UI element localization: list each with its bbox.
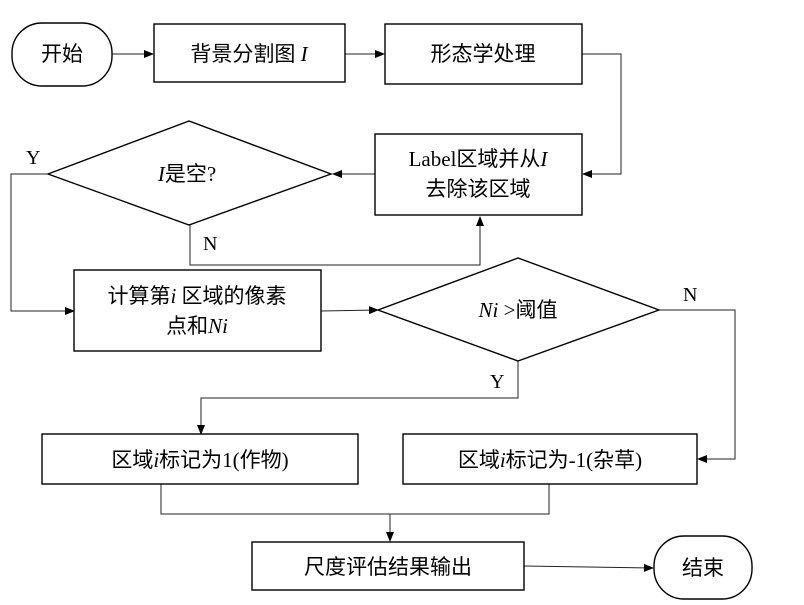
morphology-node: 形态学处理 [384,23,583,85]
mark-weed-node: 区域i标记为-1(杂草) [402,433,698,485]
threshold-decision: Ni >阈值 [375,257,662,362]
bgseg-label: 背景分割图 I [190,42,308,66]
empty-check-label: I是空? [157,162,216,186]
start-label: 开始 [41,42,83,66]
arrow-empty-yes-to-compute [10,173,75,315]
arrow-morph-to-label [582,53,622,178]
empty-yes-flag: Y [26,147,40,169]
weed-label: 区域i标记为-1(杂草) [458,448,642,472]
empty-no-flag: N [203,233,217,255]
mark-crop-node: 区域i标记为1(作物) [41,433,359,485]
arrow-threshold-yes-to-crop [197,361,519,435]
arrow-compute-to-threshold [320,306,379,315]
morph-label: 形态学处理 [431,42,536,66]
connectors [10,50,736,572]
label-line-2: 去除该区域 [426,177,531,201]
empty-check-decision: I是空? [45,120,334,226]
threshold-yes-flag: Y [490,371,504,393]
label-region-node: Label区域并从I 去除该区域 [374,133,583,216]
output-label: 尺度评估结果输出 [304,555,472,579]
label-line-1: Label区域并从I [409,147,549,171]
arrow-threshold-no-to-weed [659,309,736,463]
compute-line-1: 计算第i 区域的像素 [107,284,286,308]
compute-pixels-node: 计算第i 区域的像素 点和Ni [73,269,322,352]
arrow-output-to-end [523,563,654,572]
end-node: 结束 [653,535,753,600]
end-label: 结束 [682,556,724,580]
start-node: 开始 [11,22,113,87]
compute-line-2: 点和Ni [166,314,228,338]
arrow-empty-no-loop [189,216,484,266]
merge-crop-weed-to-output [160,484,550,515]
threshold-no-flag: N [683,284,697,306]
crop-label: 区域i标记为1(作物) [111,448,288,472]
background-segmentation-node: 背景分割图 I [153,23,346,83]
output-node: 尺度评估结果输出 [251,541,525,591]
threshold-label: Ni >阈值 [478,298,558,322]
